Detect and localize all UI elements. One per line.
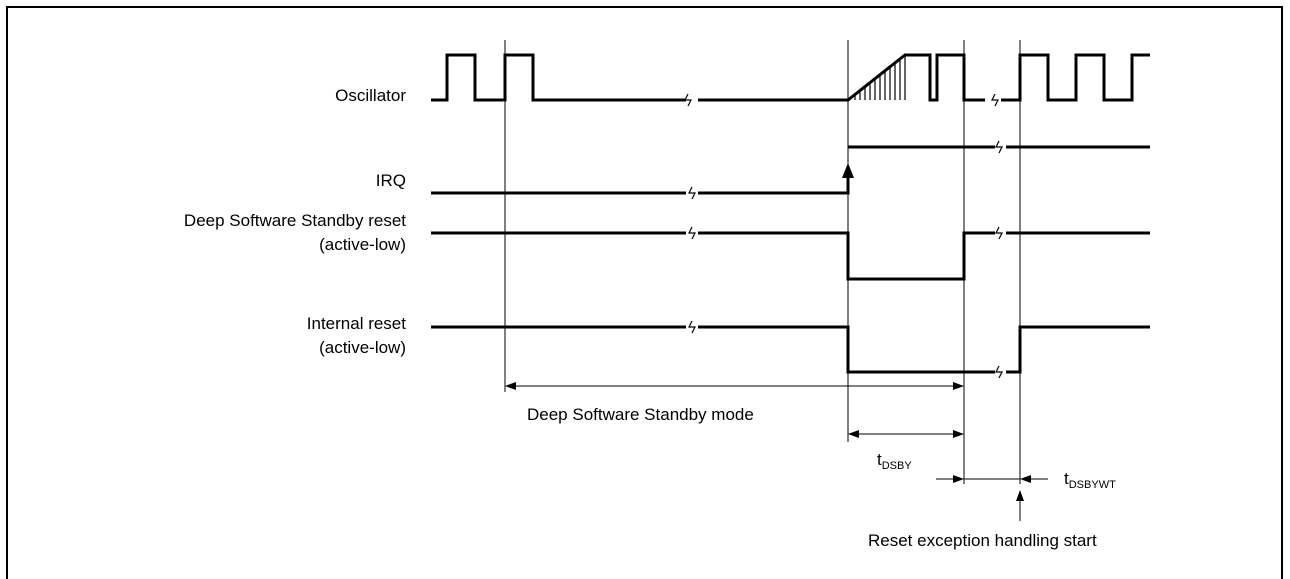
standby-mode-label: Deep Software Standby mode <box>527 405 754 424</box>
t-dsby-subscript: DSBY <box>882 460 913 472</box>
internal-reset-label-line2: (active-low) <box>319 338 406 357</box>
break-mark <box>688 320 696 334</box>
t-dsbywt-main: t <box>1064 469 1069 488</box>
standby-mode-span-arrow <box>505 382 964 390</box>
t-dsbywt-span-arrow <box>936 475 1048 483</box>
irq-waveform <box>431 140 1150 200</box>
oscillator-label: Oscillator <box>335 86 406 105</box>
reset-start-label: Reset exception handling start <box>868 531 1097 550</box>
break-mark <box>688 226 696 240</box>
t-dsby-label: tDSBY <box>877 450 912 472</box>
irq-rising-arrow <box>842 163 854 178</box>
internal-reset-waveform <box>431 320 1150 379</box>
dsby-reset-label-line1: Deep Software Standby reset <box>184 211 406 230</box>
dsby-reset-label-line2: (active-low) <box>319 235 406 254</box>
t-dsby-main: t <box>877 450 882 469</box>
break-mark <box>991 93 999 107</box>
reset-start-arrow <box>1016 490 1024 521</box>
irq-label: IRQ <box>376 171 406 190</box>
oscillator-waveform <box>431 53 1150 107</box>
break-mark <box>995 140 1003 154</box>
break-mark <box>995 226 1003 240</box>
t-dsby-span-arrow <box>848 430 964 438</box>
break-mark <box>995 365 1003 379</box>
break-mark <box>688 186 696 200</box>
break-mark <box>684 93 692 107</box>
t-dsbywt-label: tDSBYWT <box>1064 469 1116 491</box>
diagram-frame <box>6 6 1283 579</box>
oscillator-ramp-hatch <box>854 55 906 100</box>
internal-reset-label-line1: Internal reset <box>307 314 406 333</box>
dsby-reset-waveform <box>431 226 1150 281</box>
t-dsbywt-subscript: DSBYWT <box>1069 479 1116 491</box>
